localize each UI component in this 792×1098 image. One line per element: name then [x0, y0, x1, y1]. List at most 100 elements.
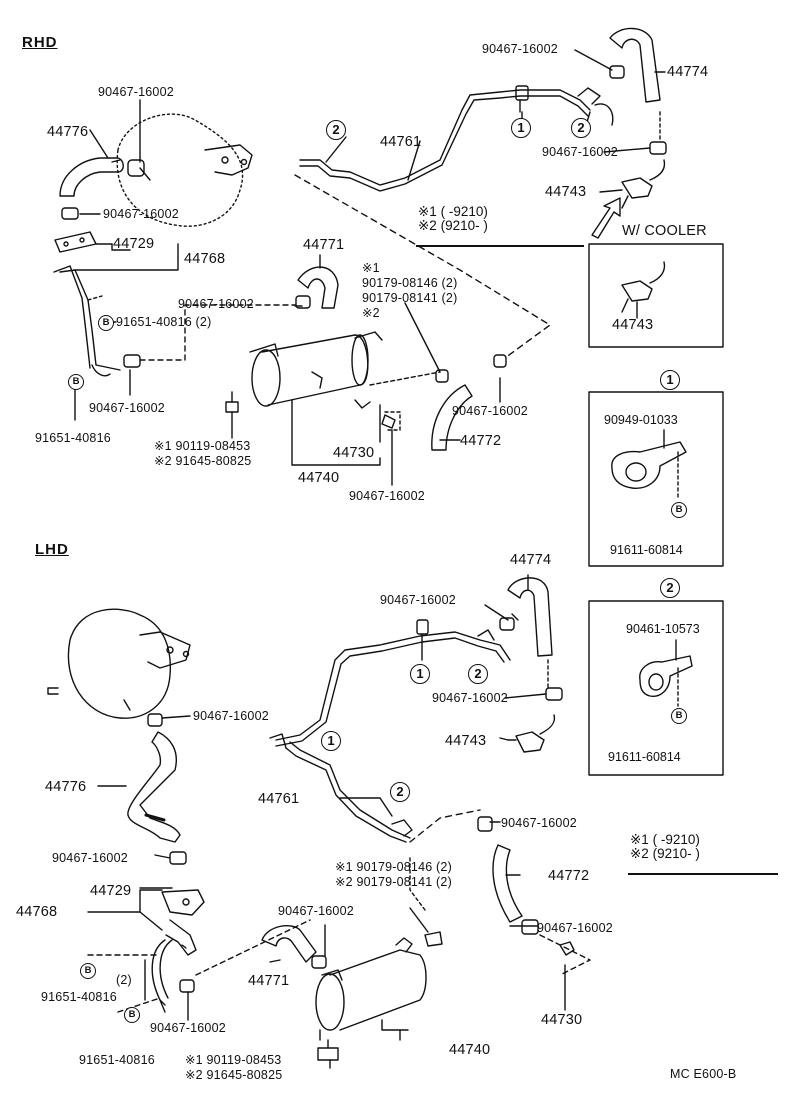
rhd-label-clamp-b: 90467-16002 [103, 207, 179, 221]
lhd-hose-44776 [127, 713, 187, 865]
rhd-label-tank-bolt-2: ※2 91645-80825 [154, 454, 252, 468]
rhd-label-bolt-b-2: 91651-40816 (2) [116, 315, 212, 329]
rhd-pipe-44761 [299, 85, 614, 192]
rhd-vacuum-tank-44740 [225, 331, 441, 429]
lhd-label-clamp-d: 90467-16002 [501, 816, 577, 830]
clamp1-part-label: 90949-01033 [604, 413, 678, 427]
rhd-label-clamp-f: 90467-16002 [452, 404, 528, 418]
rhd-label-44761: 44761 [380, 134, 422, 150]
rhd-label-44729: 44729 [113, 236, 155, 252]
lhd-label-clamp-c: 90467-16002 [193, 709, 269, 723]
lhd-date-note-1: ※1 [630, 832, 649, 847]
lhd-pipe-44761 [269, 619, 511, 843]
lhd-label-qty-2: (2) [116, 973, 132, 987]
lhd-label-44761: 44761 [258, 791, 300, 807]
clamp2-detail-box [588, 600, 724, 776]
lhd-date-note-underline [628, 873, 778, 875]
footer-code: MC E600-B [670, 1067, 737, 1081]
clamp1-box-marker: 1 [660, 370, 680, 390]
cooler-box [588, 243, 724, 348]
rhd-b-mark-1: B [98, 315, 114, 331]
cooler-valve [621, 261, 666, 319]
lhd-label-clamp-b: 90467-16002 [432, 691, 508, 705]
rhd-hose-44771 [295, 266, 339, 309]
rhd-clamp1-marker: 1 [511, 118, 531, 138]
lhd-label-44743: 44743 [445, 733, 487, 749]
clamp1-b-mark: B [671, 502, 687, 518]
lhd-label-44729: 44729 [90, 883, 132, 899]
lhd-valve-44743 [507, 714, 556, 753]
rhd-label-bolt-b: 91651-40816 [35, 431, 111, 445]
lhd-label-bolt-b2: 91651-40816 [79, 1053, 155, 1067]
clamp1-drawing [611, 429, 687, 501]
rhd-clamp2-marker-a: 2 [326, 120, 346, 140]
rhd-label-44776: 44776 [47, 124, 89, 140]
rhd-date-note-underline [416, 245, 584, 247]
lhd-label-bolt-2: ※2 90179-08141 (2) [335, 875, 452, 889]
lhd-date-note-2-range: (9210- ) [652, 846, 700, 862]
lhd-label-44730: 44730 [541, 1012, 583, 1028]
rhd-b-mark-2: B [68, 374, 84, 390]
rhd-label-clamp-c: 90467-16002 [178, 297, 254, 311]
lhd-label-tank-bolt-2: ※2 91645-80825 [185, 1068, 283, 1082]
cooler-part-label: 44743 [612, 317, 654, 333]
lhd-label-44771: 44771 [248, 973, 290, 989]
lhd-label-clamp-a: 90467-16002 [380, 593, 456, 607]
rhd-valve-44743 [621, 159, 666, 209]
rhd-label-44772: 44772 [460, 433, 502, 449]
lhd-label-clamp-f: 90467-16002 [278, 904, 354, 918]
clamp2-drawing [639, 639, 693, 707]
clamp1-detail-box [588, 391, 724, 567]
lhd-label-44774: 44774 [510, 552, 552, 568]
lhd-brake-booster [47, 608, 191, 719]
lhd-label-bolt-b: 91651-40816 [41, 990, 117, 1004]
rhd-bracket-44729-and-pipe-44768 [53, 231, 296, 377]
lhd-date-note-1-range: ( -9210) [652, 832, 700, 847]
rhd-date-note-1-range: ( -9210) [440, 204, 488, 219]
rhd-label-clamp-g: 90467-16002 [482, 42, 558, 56]
rhd-label-44730: 44730 [333, 445, 375, 461]
rhd-section-title: RHD [22, 34, 58, 51]
lhd-label-44768: 44768 [16, 904, 58, 920]
lhd-section-title: LHD [35, 541, 69, 558]
lhd-clamp2-marker-b: 2 [390, 782, 410, 802]
rhd-label-bolt-2: 90179-08141 (2) [362, 291, 458, 305]
rhd-note2-head: ※2 [362, 306, 380, 320]
rhd-label-44743: 44743 [545, 184, 587, 200]
lhd-b-mark-2: B [124, 1007, 140, 1023]
rhd-label-clamp-h: 90467-16002 [542, 145, 618, 159]
lhd-hose-44772 [409, 809, 591, 976]
clamp1-bolt-label: 91611-60814 [610, 543, 683, 557]
rhd-hose-44776 [59, 157, 151, 220]
clamp2-box-marker: 2 [660, 578, 680, 598]
rhd-date-note-2: ※2 [418, 218, 437, 234]
rhd-label-44771: 44771 [303, 237, 345, 253]
lhd-clamp1-marker-b: 1 [321, 731, 341, 751]
rhd-label-bolt-1: 90179-08146 (2) [362, 276, 458, 290]
lhd-leader-lines [87, 574, 566, 1069]
rhd-date-note: ※1 ( -9210) ※2 (9210- ) [418, 204, 488, 234]
lhd-clamp2-marker-a: 2 [468, 664, 488, 684]
lhd-hose-44771 [261, 924, 327, 969]
lhd-clamp1-marker-a: 1 [410, 664, 430, 684]
lhd-vacuum-tank-44740 [315, 907, 575, 1061]
rhd-note1-head: ※1 [362, 261, 380, 275]
rhd-date-note-1: ※1 [418, 204, 437, 219]
lhd-label-44772: 44772 [548, 868, 590, 884]
rhd-date-note-2-range: (9210- ) [440, 218, 488, 234]
rhd-dashed-links [294, 174, 551, 431]
lhd-label-clamp-g: 90467-16002 [537, 921, 613, 935]
rhd-brake-booster [111, 113, 253, 227]
rhd-hose-44772 [431, 354, 507, 451]
lhd-bracket-and-pipe [87, 889, 311, 1013]
lhd-hose-44774 [499, 577, 563, 701]
lhd-label-44740: 44740 [449, 1042, 491, 1058]
clamp2-bolt-label: 91611-60814 [608, 750, 681, 764]
lhd-label-tank-bolt-1: ※1 90119-08453 [185, 1053, 282, 1067]
rhd-label-tank-bolt-1: ※1 90119-08453 [154, 439, 251, 453]
clamp2-part-label: 90461-10573 [626, 622, 700, 636]
rhd-label-clamp-e: 90467-16002 [349, 489, 425, 503]
clamp2-b-mark: B [671, 708, 687, 724]
